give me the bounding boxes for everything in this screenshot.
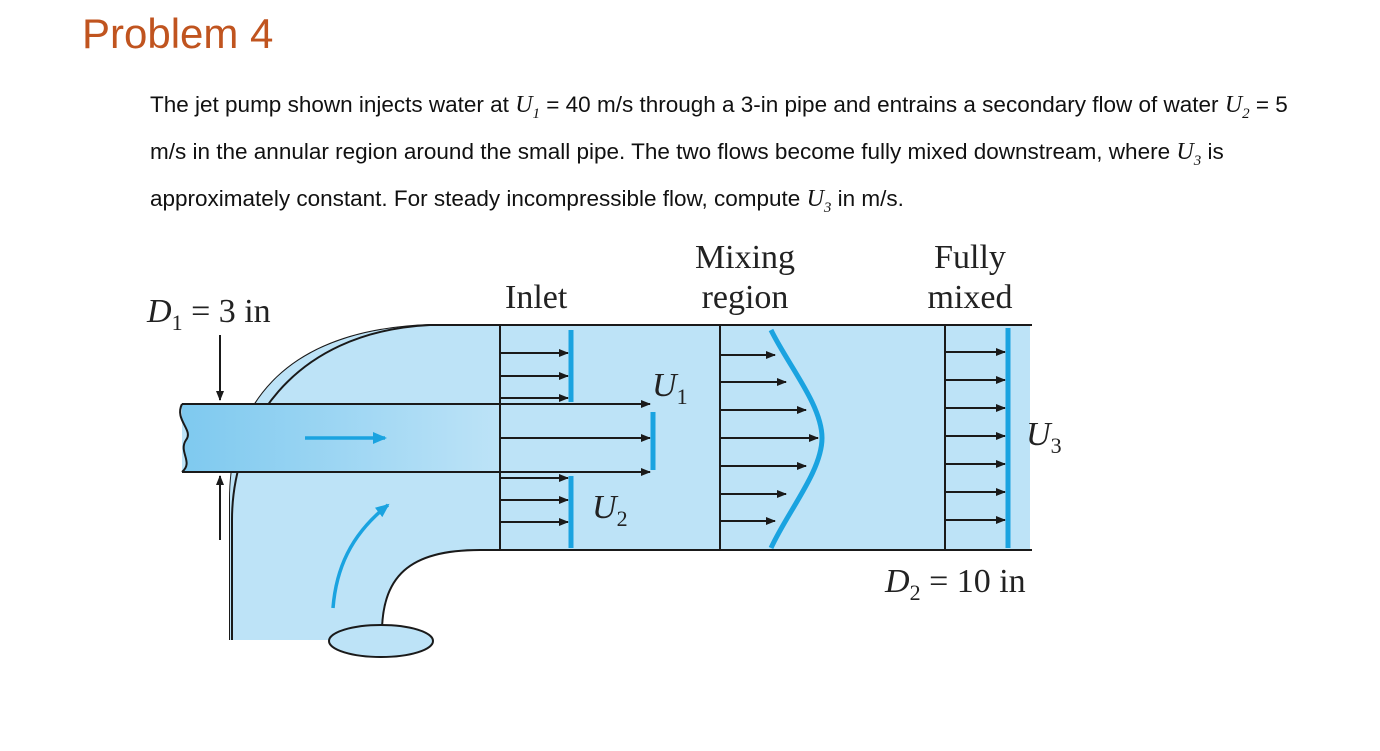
problem-statement: The jet pump shown injects water at U1 =…	[150, 86, 1330, 226]
fully-mixed-label-line1: Fully	[934, 239, 1006, 276]
jet-pipe-cut	[179, 403, 189, 473]
problem-text-2: = 40 m/s through a 3-in pipe and entrain…	[540, 92, 1225, 117]
d2-label: D2 = 10 in	[884, 563, 1026, 605]
u1-symbol: U1	[515, 92, 541, 122]
elbow-outer-wall	[231, 324, 431, 640]
u3-symbol: U3	[1176, 138, 1202, 169]
problem-text-3: = 5 m/s in the annular region around the…	[150, 92, 1288, 164]
mixing-profile	[768, 328, 825, 550]
mixing-label-line1: Mixing	[695, 239, 795, 276]
problem-text-5: in m/s.	[831, 185, 904, 211]
fully-mixed-label-line2: mixed	[928, 279, 1013, 316]
problem-title: Problem 4	[82, 10, 274, 57]
d1-label: D1 = 3 in	[146, 293, 271, 335]
mixing-label-line2: region	[702, 279, 789, 316]
u1-label: U1	[652, 367, 688, 409]
problem-text-4: is approximately constant. For steady in…	[150, 138, 1224, 211]
u3-symbol-answer: U3	[806, 185, 832, 216]
u3-label: U3	[1026, 416, 1062, 458]
u2-label: U2	[592, 489, 628, 531]
u2-symbol: U2	[1224, 92, 1250, 122]
problem-text-1: The jet pump shown injects water at	[150, 92, 516, 117]
secondary-flow-arrow	[331, 503, 390, 609]
elbow-inner-wall	[380, 549, 481, 641]
secondary-inlet-opening	[328, 624, 434, 658]
inlet-label: Inlet	[505, 279, 568, 316]
